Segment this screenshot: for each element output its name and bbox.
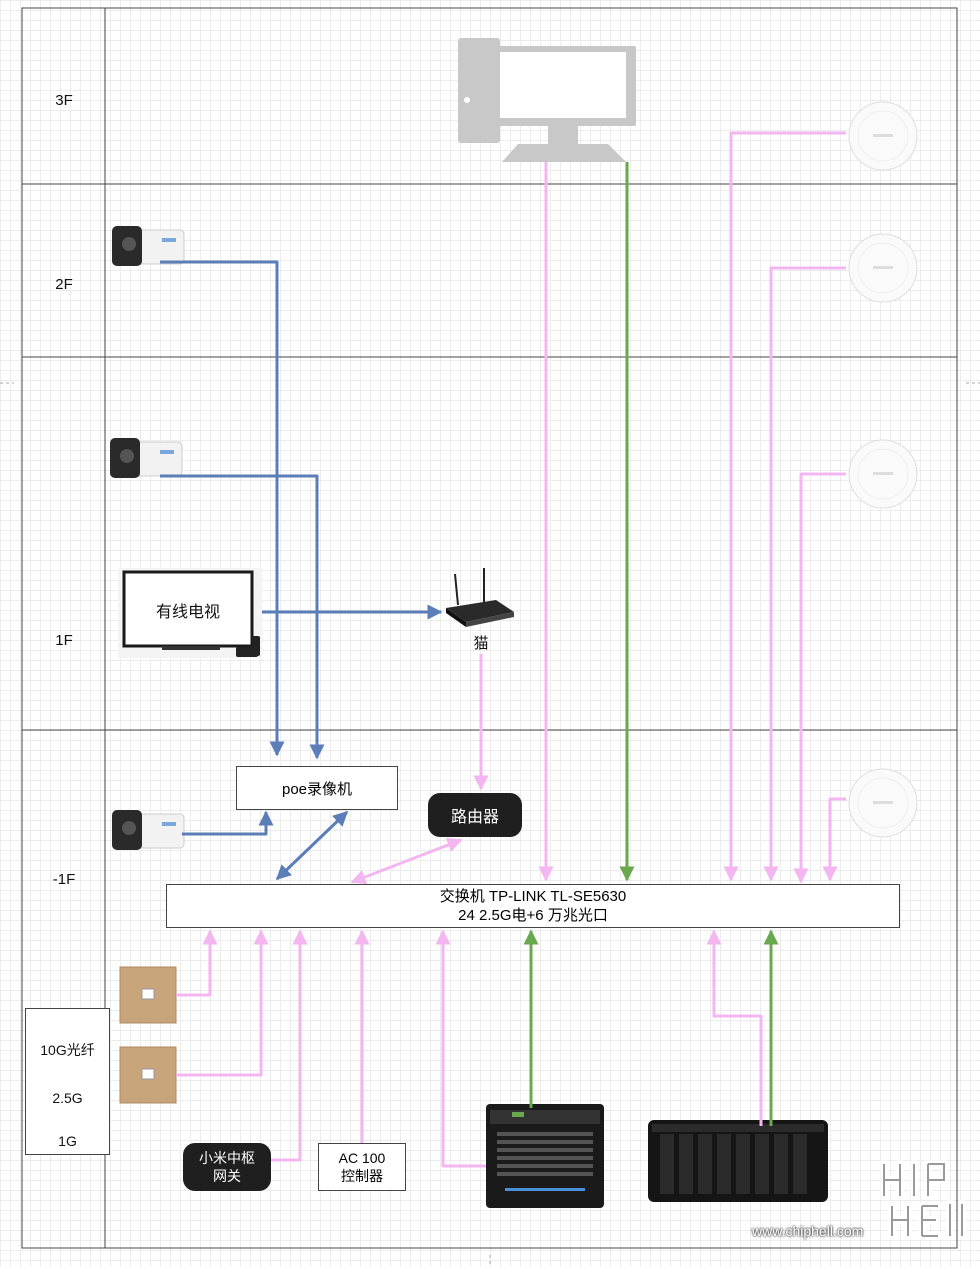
- legend-box: 10G光纤 2.5G 1G: [25, 1008, 110, 1155]
- ac-label-line2: 控制器: [341, 1168, 383, 1184]
- tower-server-icon: [486, 1104, 604, 1208]
- ceiling-ap-icon: [848, 233, 918, 303]
- ceiling-ap-icon: [848, 101, 918, 171]
- desktop-pc-icon: [458, 38, 636, 162]
- modem-label: 猫: [473, 635, 489, 652]
- switch-box: 交换机 TP-LINK TL-SE5630 24 2.5G电+6 万兆光口: [166, 884, 900, 928]
- link-25g-nas-switch: [706, 929, 763, 1126]
- hub-label-line1: 小米中枢: [199, 1150, 255, 1166]
- chiphell-logo: [880, 1160, 966, 1240]
- tv-label: 有线电视: [155, 604, 220, 621]
- link-1g-camera1f-nvr: [160, 474, 325, 760]
- floor-label-b1: -1F: [52, 871, 76, 888]
- tv-icon: [118, 568, 262, 658]
- hub-label-line2: 网关: [213, 1168, 241, 1184]
- link-25g-panel1-switch: [176, 929, 218, 997]
- floor-label-2f: 2F: [55, 276, 73, 293]
- link-1g-camera-b1-nvr: [182, 810, 274, 836]
- legend-1g-label: 1G: [58, 1133, 77, 1149]
- switch-model-label: 交换机 TP-LINK TL-SE5630: [439, 888, 627, 905]
- legend-25g-label: 2.5G: [52, 1090, 83, 1106]
- floor-label-3f: 3F: [55, 92, 73, 109]
- wall-panel-icon: [119, 966, 177, 1024]
- legend-10g-label: 10G光纤: [40, 1042, 95, 1058]
- link-25g-panel2-switch: [176, 929, 269, 1077]
- guide-marks: [0, 382, 980, 1267]
- link-25g-server-switch: [435, 929, 486, 1168]
- link-25g-apb1-switch: [822, 797, 846, 882]
- switch-ports-label: 24 2.5G电+6 万兆光口: [458, 907, 608, 924]
- wifi-modem-icon: [446, 568, 514, 627]
- ceiling-ap-icon: [848, 768, 918, 838]
- ac-label-line1: AC 100: [338, 1150, 386, 1166]
- xiaomi-hub-box: 小米中枢 网关: [183, 1143, 271, 1191]
- floor-label-1f: 1F: [55, 632, 73, 649]
- link-1g-camera2f-nvr: [160, 260, 285, 757]
- bullet-camera-icon: [110, 438, 183, 478]
- bullet-camera-icon: [112, 810, 185, 850]
- link-25g-ap3f-switch: [723, 131, 846, 882]
- poe-nvr-box: poe录像机: [236, 766, 398, 810]
- link-25g-router-switch: [350, 837, 463, 885]
- wall-panel-icon: [119, 1046, 177, 1104]
- bullet-camera-icon: [112, 226, 185, 266]
- link-1g-nvr-switch: [275, 810, 349, 881]
- link-25g-ap1f-switch: [793, 472, 846, 884]
- link-25g-ap2f-switch: [763, 266, 846, 882]
- nas-icon: [648, 1120, 828, 1202]
- router-box: 路由器: [428, 793, 522, 837]
- ceiling-ap-icon: [848, 439, 918, 509]
- link-25g-hub-switch: [271, 929, 308, 1162]
- ac-controller-box: AC 100 控制器: [318, 1143, 406, 1191]
- watermark-url: www.chiphell.com: [752, 1223, 864, 1239]
